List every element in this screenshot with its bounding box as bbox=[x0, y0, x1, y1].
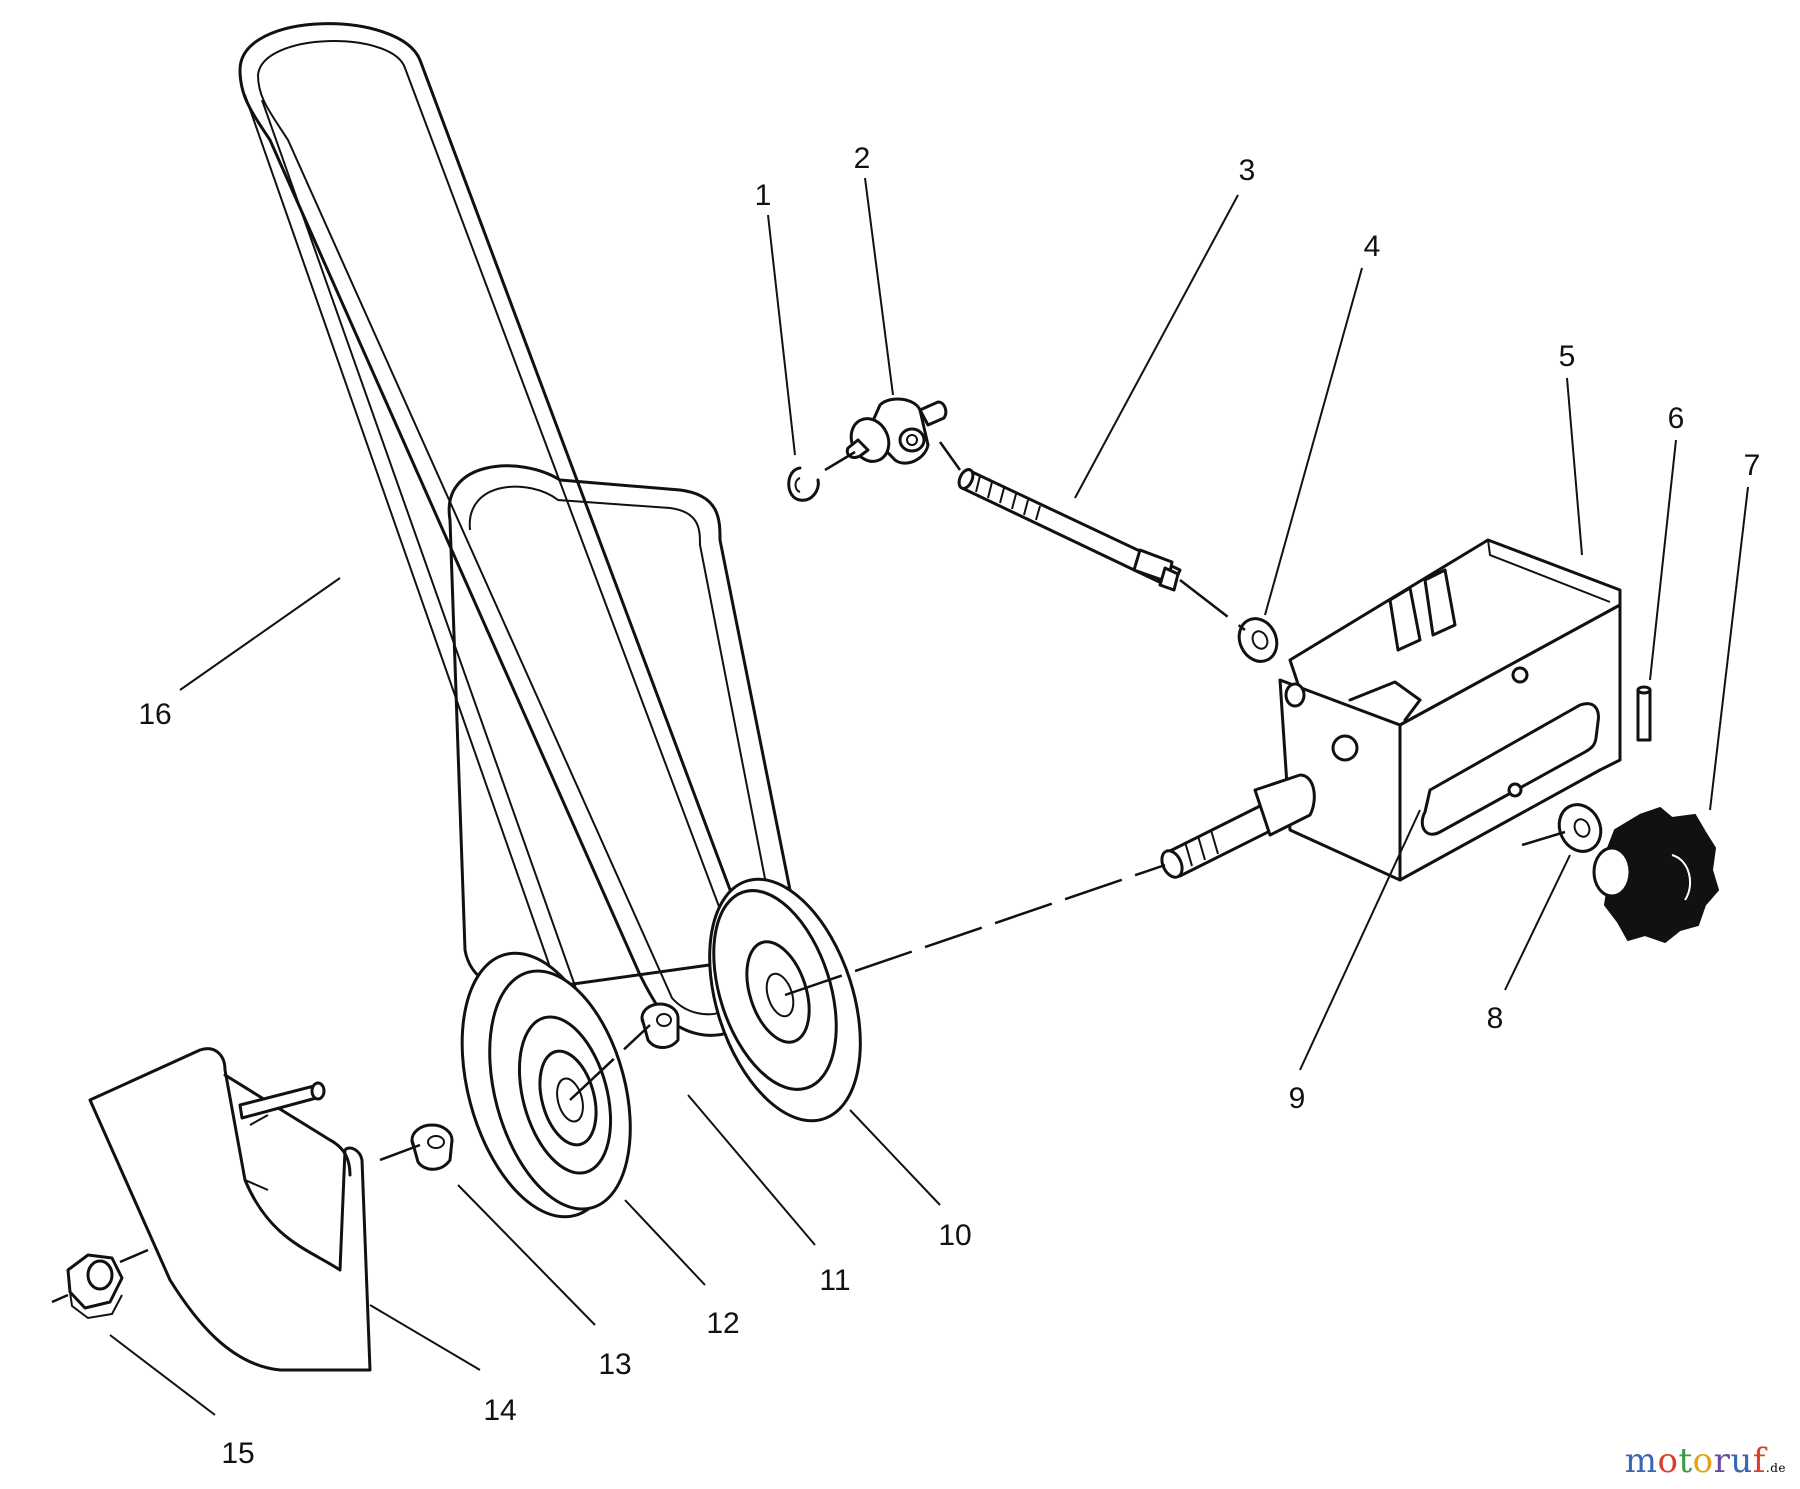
leader-9 bbox=[1299, 809, 1421, 1071]
leader-11 bbox=[687, 1094, 816, 1246]
part-tensioner-bracket bbox=[1278, 538, 1622, 882]
part-pulley-10 bbox=[708, 877, 862, 1123]
part-roll-pin bbox=[1636, 685, 1652, 742]
leader-lines bbox=[109, 177, 1749, 1416]
leader-16 bbox=[179, 577, 341, 691]
leader-8 bbox=[1504, 854, 1571, 991]
watermark-letter: o bbox=[1692, 1441, 1714, 1481]
part-washer-8 bbox=[1557, 803, 1603, 853]
callout-12: 12 bbox=[706, 1307, 739, 1340]
part-washer-4 bbox=[1237, 617, 1279, 663]
callout-15: 15 bbox=[221, 1437, 254, 1470]
callout-16: 16 bbox=[138, 698, 171, 731]
leader-7 bbox=[1709, 486, 1749, 811]
callout-3: 3 bbox=[1239, 154, 1256, 187]
callout-1: 1 bbox=[755, 179, 772, 212]
leader-6 bbox=[1649, 439, 1677, 681]
callout-numbers: 1 2 3 4 5 6 7 8 9 10 11 12 13 14 15 16 bbox=[138, 142, 1760, 1470]
part-star-knob bbox=[1592, 806, 1720, 944]
callout-8: 8 bbox=[1487, 1002, 1504, 1035]
callout-14: 14 bbox=[483, 1394, 516, 1427]
callout-9: 9 bbox=[1289, 1082, 1306, 1115]
leader-14 bbox=[369, 1304, 481, 1371]
leader-13 bbox=[457, 1184, 596, 1326]
leader-5 bbox=[1566, 377, 1583, 556]
callout-6: 6 bbox=[1668, 402, 1685, 435]
leader-2 bbox=[864, 177, 894, 396]
leader-10 bbox=[849, 1109, 941, 1206]
part-drive-belt-large bbox=[238, 22, 765, 1037]
part-e-clip bbox=[787, 466, 820, 502]
part-hex-nut bbox=[66, 1253, 124, 1320]
watermark-letter: m bbox=[1624, 1441, 1658, 1481]
watermark-letter: r bbox=[1713, 1441, 1731, 1481]
callout-5: 5 bbox=[1559, 340, 1576, 373]
leader-1 bbox=[767, 214, 796, 456]
watermark-letter: f bbox=[1752, 1441, 1766, 1481]
watermark-letter: t bbox=[1678, 1441, 1693, 1481]
callout-13: 13 bbox=[598, 1348, 631, 1381]
watermark-letter: o bbox=[1657, 1441, 1679, 1481]
part-pivot-bolt bbox=[1160, 773, 1316, 879]
part-belt-guard bbox=[88, 1047, 372, 1372]
leader-4 bbox=[1264, 267, 1363, 616]
assembly-axis-lines bbox=[51, 441, 1566, 1304]
watermark-letter: u bbox=[1730, 1441, 1753, 1481]
part-spacer-13 bbox=[410, 1123, 454, 1171]
part-threaded-rod bbox=[957, 468, 1182, 592]
callout-11: 11 bbox=[819, 1264, 850, 1297]
callout-10: 10 bbox=[938, 1219, 971, 1252]
callout-4: 4 bbox=[1364, 230, 1381, 263]
watermark-suffix: .de bbox=[1765, 1461, 1786, 1475]
watermark-logo: motoruf.de bbox=[1625, 1441, 1786, 1481]
part-trunnion bbox=[845, 397, 948, 465]
callout-2: 2 bbox=[854, 142, 871, 175]
leader-12 bbox=[624, 1199, 706, 1286]
part-pulley-12 bbox=[460, 951, 632, 1219]
leader-3 bbox=[1074, 194, 1239, 499]
part-spacer-11 bbox=[640, 1002, 680, 1049]
leader-15 bbox=[109, 1334, 216, 1416]
callout-7: 7 bbox=[1744, 449, 1761, 482]
